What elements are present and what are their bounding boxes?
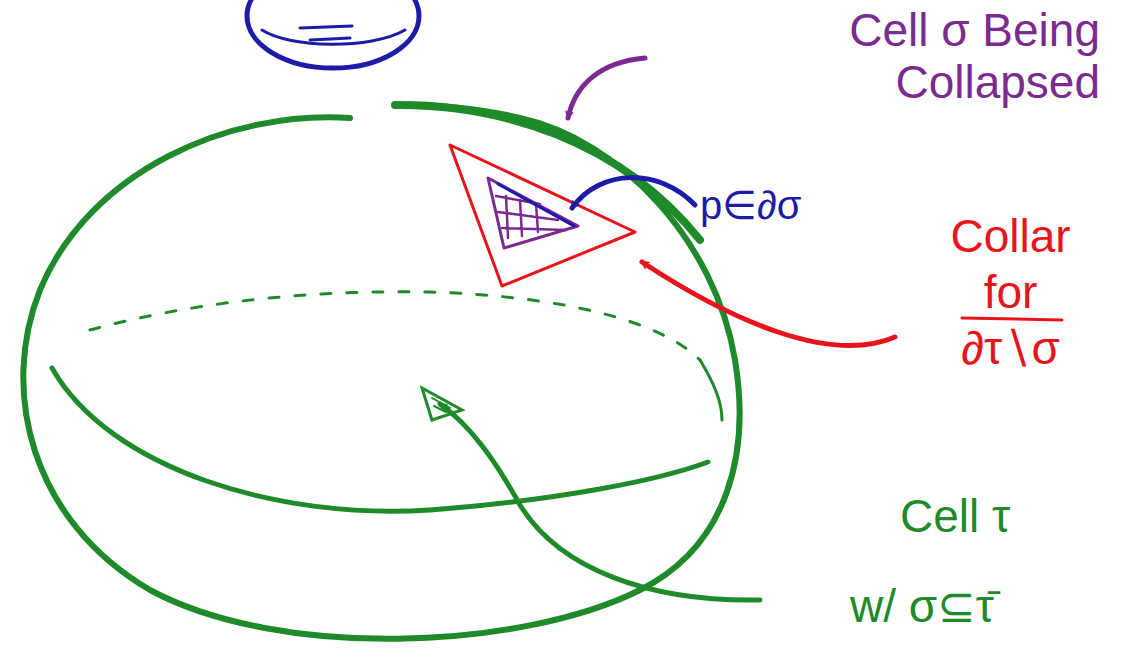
leader-arrow xyxy=(572,178,695,208)
sphere-cell xyxy=(23,105,760,639)
callout-note: Cell σ Being Collapsed xyxy=(640,4,1100,108)
equator-front xyxy=(52,368,708,511)
disk-mark xyxy=(310,38,350,40)
disk-mark xyxy=(300,26,352,28)
sphere-outline-bold xyxy=(395,105,700,240)
point-label: p∈∂σ xyxy=(700,182,870,228)
blue-disk xyxy=(247,0,419,68)
cell-label: Cell τ xyxy=(900,490,1120,542)
callout-note: Collar for ∂τ∖σ xyxy=(938,208,1083,376)
cell-condition: w/ σ⊆τ̄ xyxy=(850,580,1120,632)
collapsed-cell xyxy=(488,58,645,248)
leader-arrow xyxy=(568,58,645,118)
underline xyxy=(962,318,1062,320)
sigma-triangle xyxy=(488,178,578,248)
disk-outline xyxy=(247,0,419,68)
equator-back xyxy=(90,292,700,360)
equator-back xyxy=(700,360,722,420)
collar-triangle xyxy=(450,145,635,286)
boundary-edge xyxy=(498,184,574,226)
point-leader xyxy=(498,178,695,226)
sphere-outline xyxy=(23,105,739,639)
leader-arrow xyxy=(642,262,895,346)
disk-rim xyxy=(262,30,405,44)
leader-arrow xyxy=(440,404,760,600)
